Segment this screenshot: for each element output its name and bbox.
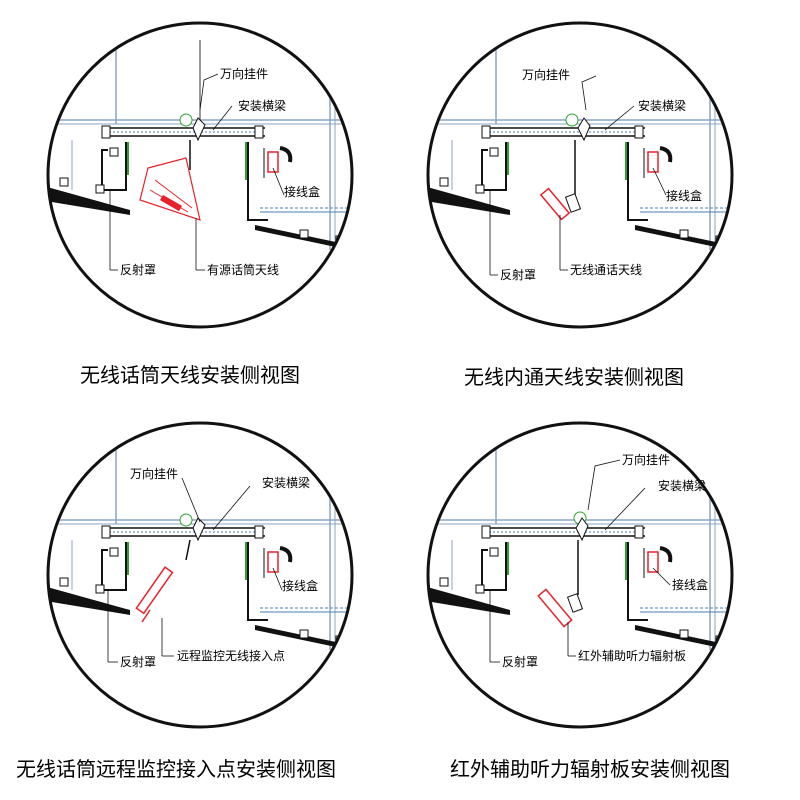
panel-caption: 无线话筒远程监控接入点安装侧视图: [16, 757, 336, 781]
junction-box-label: 接线盒: [672, 578, 709, 592]
mounting-beam-label: 安装横梁: [262, 476, 311, 490]
diagram-panel-4: 万向挂件 安装横梁 接线盒 反射罩 红外辅助听力辐射板 红外辅助听力辐射板安装侧…: [400, 400, 800, 800]
panel-1-drawing: [46, 21, 354, 329]
reflector-label: 反射罩: [120, 263, 157, 277]
device-label: 红外辅助听力辐射板: [578, 649, 687, 663]
universal-hanger-label: 万向挂件: [522, 68, 571, 82]
mounting-beam-label: 安装横梁: [658, 479, 707, 493]
panel-3-drawing: [46, 421, 354, 729]
mounting-beam-label: 安装横梁: [638, 99, 687, 113]
diagram-panel-1: 万向挂件 安装横梁 接线盒 反射罩 有源话筒天线 无线话筒天线安装侧视图: [0, 0, 400, 400]
mounting-beam-label: 安装横梁: [238, 99, 287, 113]
junction-box-label: 接线盒: [284, 185, 321, 199]
panel-4-drawing: [426, 421, 734, 729]
diagram-panel-2: 万向挂件 安装横梁 接线盒 反射罩 无线通话天线 无线内通天线安装侧视图: [400, 0, 800, 400]
panel-2-drawing: [426, 21, 734, 329]
panel-caption: 红外辅助听力辐射板安装侧视图: [450, 757, 730, 781]
device-label: 无线通话天线: [570, 263, 643, 277]
device-label: 远程监控无线接入点: [177, 649, 286, 663]
panel-caption: 无线内通天线安装侧视图: [464, 365, 684, 389]
universal-hanger-label: 万向挂件: [130, 467, 179, 481]
junction-box-label: 接线盒: [666, 189, 703, 203]
device-label: 有源话筒天线: [207, 263, 280, 277]
diagram-panel-3: 万向挂件 安装横梁 接线盒 反射罩 远程监控无线接入点 无线话筒远程监控接入点安…: [0, 400, 400, 800]
reflector-label: 反射罩: [120, 655, 157, 669]
junction-box-label: 接线盒: [282, 579, 319, 593]
reflector-label: 反射罩: [500, 268, 537, 282]
panel-caption: 无线话筒天线安装侧视图: [80, 363, 300, 387]
universal-hanger-label: 万向挂件: [622, 453, 671, 467]
reflector-label: 反射罩: [502, 655, 539, 669]
universal-hanger-label: 万向挂件: [220, 67, 269, 81]
